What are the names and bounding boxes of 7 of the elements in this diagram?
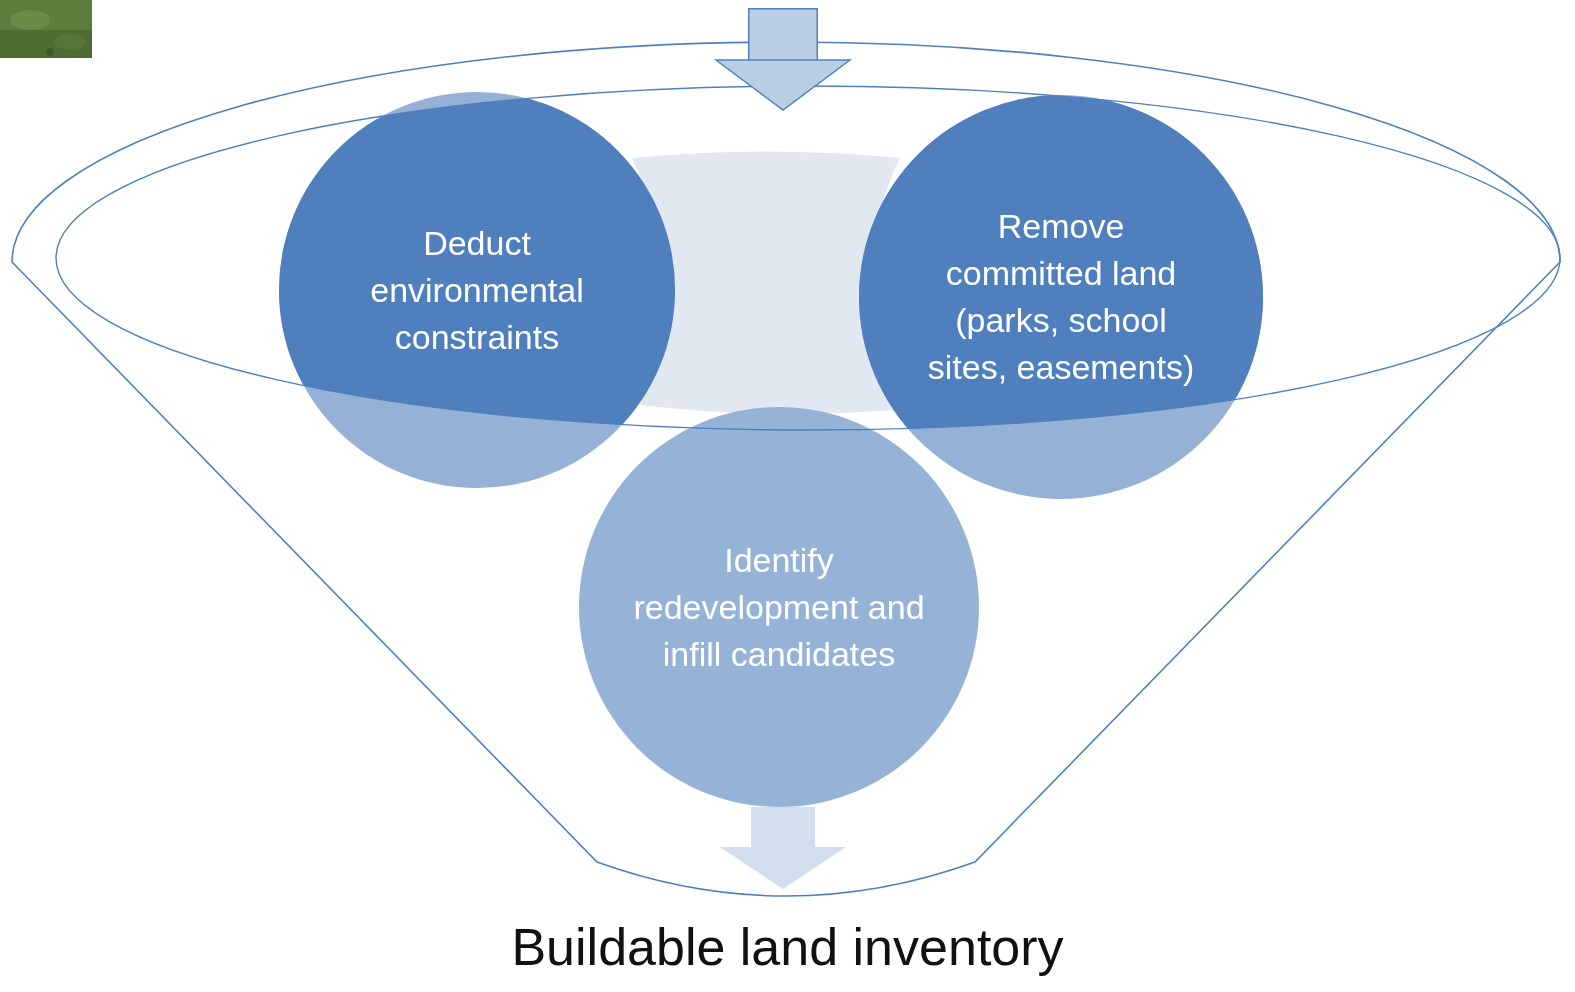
step-circle	[579, 407, 979, 807]
result-label: Buildable land inventory	[400, 889, 1175, 989]
step-circle	[859, 95, 1263, 499]
step-label: Remove committed land (parks, school sites, easements)	[926, 206, 1196, 388]
step-circle	[279, 92, 675, 488]
step-label: Deduct environmental constraints	[369, 222, 585, 358]
step-label: Identify redevelopment and infill candidates	[632, 539, 926, 675]
